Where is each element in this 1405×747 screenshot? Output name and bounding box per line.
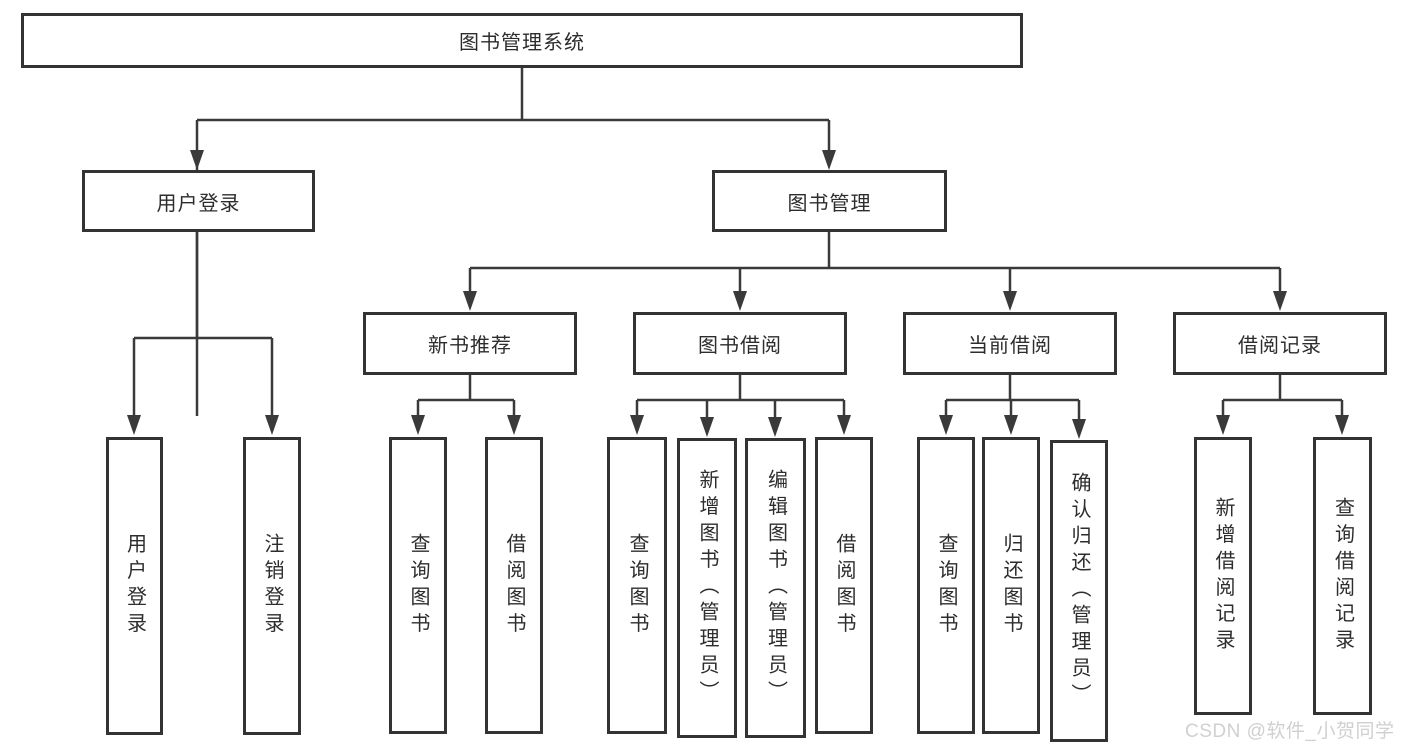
node-user-login: 用户登录 — [82, 170, 315, 232]
connector-currentborrow-to-leaves — [944, 375, 1081, 421]
leaf-newbook-borrow-books-label: 借阅图书 — [503, 532, 525, 639]
leaf-return-books-label: 归还图书 — [1000, 532, 1022, 639]
node-current-borrow-label: 当前借阅 — [968, 335, 1052, 357]
node-book-borrow-label: 图书借阅 — [698, 335, 782, 357]
node-book-management-label: 图书管理 — [787, 192, 872, 215]
connector-borrowrecords-to-leaves — [1221, 375, 1344, 417]
leaf-logout-label: 注销登录 — [261, 533, 283, 639]
leaf-user-login: 用户登录 — [106, 437, 163, 735]
node-root-library-system: 图书管理系统 — [21, 13, 1023, 68]
node-borrow-records-label: 借阅记录 — [1238, 335, 1322, 357]
node-new-book-recommend-label: 新书推荐 — [428, 335, 512, 357]
leaf-current-query-books: 查询图书 — [917, 437, 975, 734]
connector-newbook-to-leaves — [416, 375, 516, 417]
connector-bookborrow-to-leaves — [635, 375, 846, 419]
leaf-confirm-return-admin-label: 确认归还（管理员） — [1068, 472, 1090, 710]
leaf-edit-book-admin: 编辑图书（管理员） — [745, 438, 806, 738]
node-user-login-label: 用户登录 — [156, 192, 241, 215]
leaf-add-book-admin-label: 新增图书（管理员） — [696, 469, 718, 707]
leaf-newbook-borrow-books: 借阅图书 — [485, 437, 543, 734]
connector-userlogin-to-leaves — [132, 232, 274, 417]
leaf-borrow-borrow-books-label: 借阅图书 — [833, 532, 855, 639]
leaf-borrow-query-books: 查询图书 — [607, 437, 667, 734]
leaf-add-borrow-record-label: 新增借阅记录 — [1212, 496, 1234, 656]
leaf-logout: 注销登录 — [243, 437, 301, 735]
leaf-newbook-query-books-label: 查询图书 — [407, 532, 429, 639]
leaf-query-borrow-record-label: 查询借阅记录 — [1331, 496, 1354, 656]
leaf-query-borrow-record: 查询借阅记录 — [1313, 437, 1372, 715]
leaf-return-books: 归还图书 — [982, 437, 1040, 734]
node-borrow-records: 借阅记录 — [1173, 312, 1387, 375]
node-current-borrow: 当前借阅 — [903, 312, 1117, 375]
leaf-add-book-admin: 新增图书（管理员） — [677, 438, 737, 738]
leaf-add-borrow-record: 新增借阅记录 — [1194, 437, 1252, 715]
csdn-watermark: CSDN @软件_小贺同学 — [1185, 721, 1395, 742]
leaf-edit-book-admin-label: 编辑图书（管理员） — [764, 469, 787, 707]
leaf-newbook-query-books: 查询图书 — [389, 437, 447, 734]
node-new-book-recommend: 新书推荐 — [363, 312, 577, 375]
leaf-borrow-query-books-label: 查询图书 — [626, 532, 648, 639]
leaf-current-query-books-label: 查询图书 — [935, 532, 957, 639]
leaf-user-login-label: 用户登录 — [123, 533, 146, 639]
node-book-borrow: 图书借阅 — [633, 312, 847, 375]
connector-bookmgmt-to-level3 — [468, 232, 1282, 293]
node-book-management: 图书管理 — [712, 170, 947, 232]
leaf-confirm-return-admin: 确认归还（管理员） — [1050, 440, 1108, 742]
node-root-label: 图书管理系统 — [459, 32, 585, 54]
leaf-borrow-borrow-books: 借阅图书 — [815, 437, 873, 734]
